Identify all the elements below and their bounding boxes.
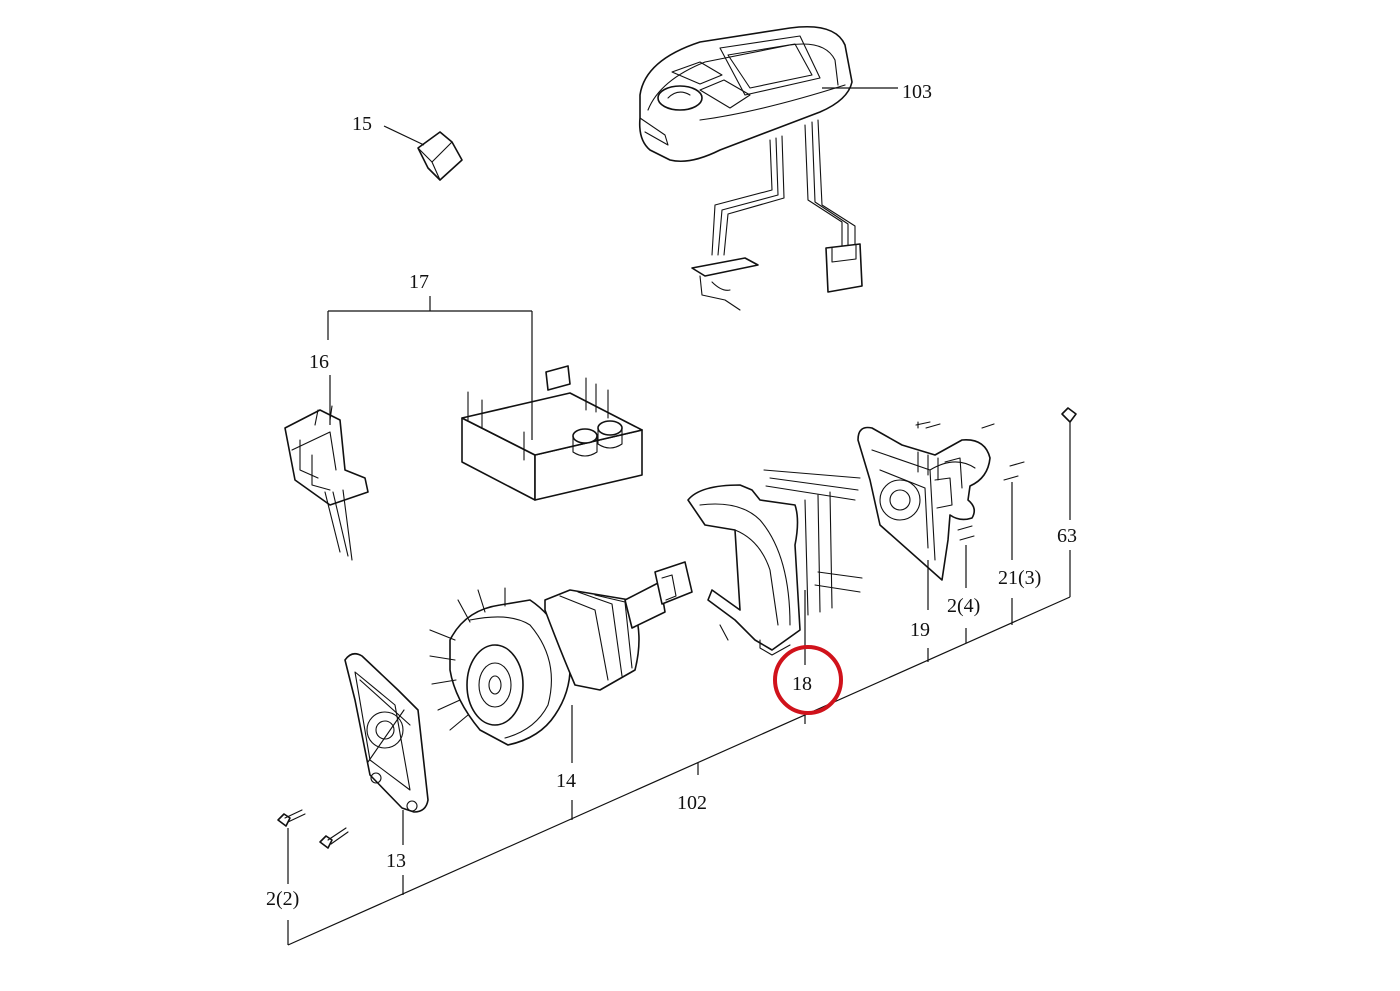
part-13-end-plate[interactable]	[344, 652, 429, 813]
callout-14: 14	[556, 770, 576, 792]
callout-17: 17	[409, 271, 429, 293]
callout-103: 103	[902, 81, 932, 103]
callout-2-2: 2(2)	[266, 888, 299, 910]
part-14-rotor[interactable]	[429, 561, 693, 746]
part-18-stator-housing[interactable]	[687, 469, 863, 656]
callout-21-3: 21(3)	[998, 567, 1041, 589]
leader-lines	[287, 87, 1071, 946]
highlight-circle-18	[773, 645, 843, 715]
callout-13: 13	[386, 850, 406, 872]
part-16-brush-holder[interactable]	[284, 405, 369, 561]
callout-63: 63	[1057, 525, 1077, 547]
part-2-screws[interactable]	[277, 809, 349, 849]
callout-2-4: 2(4)	[947, 595, 980, 617]
part-103-control-unit[interactable]	[638, 25, 863, 311]
part-19-bearing-housing[interactable]	[857, 421, 1025, 581]
callout-19: 19	[910, 619, 930, 641]
callout-18: 18	[792, 673, 812, 695]
part-63-small-part[interactable]	[1061, 407, 1077, 423]
part-17-pcb-module[interactable]	[461, 365, 643, 501]
callout-102: 102	[677, 792, 707, 814]
part-15-clip[interactable]	[417, 131, 463, 181]
callout-15: 15	[352, 113, 372, 135]
callout-16: 16	[309, 351, 329, 373]
